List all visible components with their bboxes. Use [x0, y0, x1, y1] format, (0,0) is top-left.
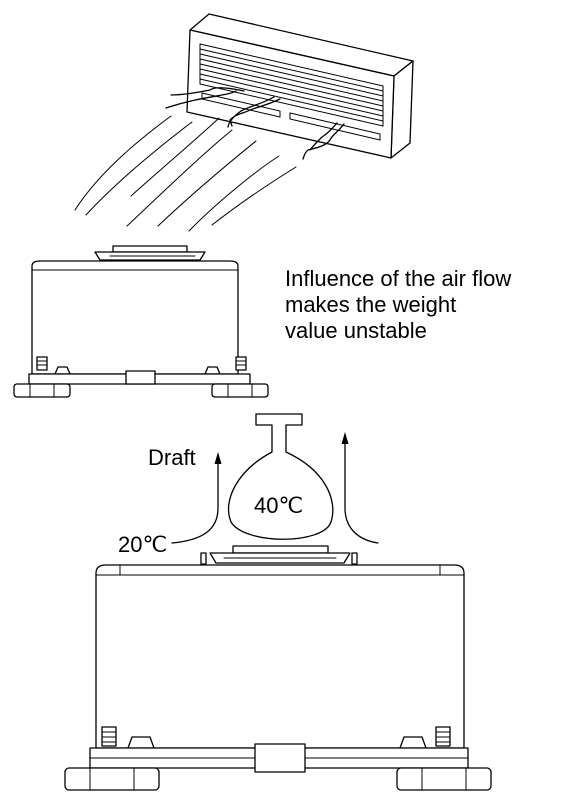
air-conditioner-unit [165, 13, 414, 160]
air-flow-caption-line-1: Influence of the air flow [285, 266, 511, 291]
draft-label: Draft [148, 445, 196, 470]
air-flow-caption-line-3: value unstable [285, 318, 427, 343]
balance-small [13, 245, 269, 398]
air-flow-caption-line-2: makes the weight [285, 292, 456, 317]
ambient-temperature-label: 20℃ [118, 532, 167, 557]
flask-temperature-label: 40℃ [254, 493, 303, 518]
hot-flask: 40℃ [227, 413, 334, 540]
draft-arrows [171, 432, 379, 544]
air-flow-lines [74, 115, 297, 232]
air-flow-caption: Influence of the air flow makes the weig… [285, 266, 511, 343]
balance-large [64, 545, 492, 791]
